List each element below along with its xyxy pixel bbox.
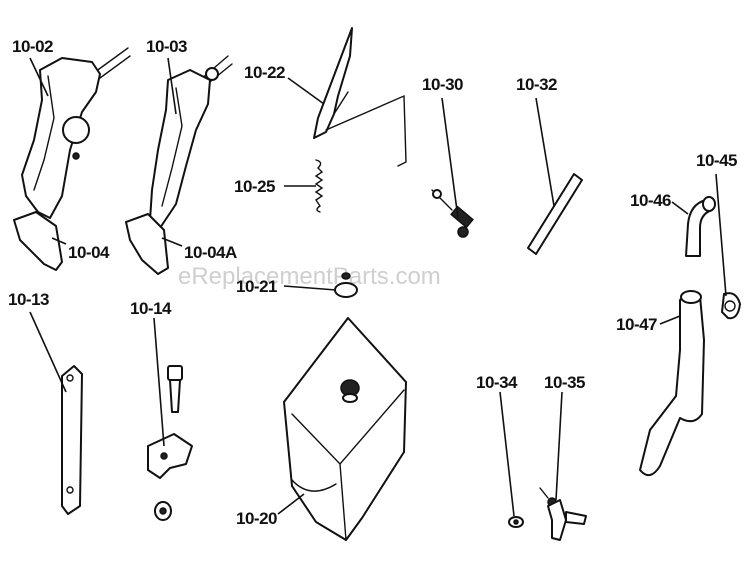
- label-10-21: 10-21: [236, 277, 277, 296]
- part-10-30-fitting: [431, 189, 474, 238]
- label-10-22: 10-22: [244, 63, 285, 82]
- part-10-20-tank: [283, 317, 407, 541]
- leader-10-34: [499, 391, 515, 517]
- label-10-04a: 10-04A: [184, 243, 237, 262]
- leader-10-35: [555, 391, 563, 501]
- label-10-20: 10-20: [236, 509, 277, 528]
- part-10-25-spring: [314, 159, 324, 213]
- leader-10-46: [671, 201, 689, 215]
- leader-10-20: [277, 493, 305, 515]
- leader-10-02: [29, 57, 49, 97]
- leader-10-03: [167, 57, 177, 115]
- part-10-45-clamp: [721, 292, 741, 320]
- part-labels: 10-02 10-03 10-04 10-04A 10-13 10-14 10-…: [8, 37, 738, 528]
- part-10-47-elbow-pipe: [639, 290, 705, 477]
- label-10-45: 10-45: [696, 151, 737, 170]
- part-10-35-valve: [539, 487, 587, 541]
- label-10-03: 10-03: [146, 37, 187, 56]
- label-10-47: 10-47: [616, 315, 657, 334]
- leader-10-22: [287, 77, 325, 105]
- label-10-35: 10-35: [544, 373, 585, 392]
- watermark: eReplacementParts.com: [178, 263, 441, 290]
- leader-10-21: [283, 285, 337, 291]
- leader-10-47: [659, 315, 681, 325]
- leader-10-14: [153, 317, 165, 447]
- label-10-30: 10-30: [422, 75, 463, 94]
- leader-10-13: [29, 311, 67, 393]
- part-10-21-cap: [334, 272, 358, 298]
- leader-10-45: [715, 173, 727, 297]
- part-10-03-pedal-assembly: [125, 55, 233, 275]
- leader-10-32: [535, 97, 555, 207]
- part-10-02-pedal-assembly: [13, 47, 131, 271]
- label-10-34: 10-34: [476, 373, 518, 392]
- leader-10-30: [441, 97, 459, 219]
- part-10-46-elbow: [685, 196, 716, 257]
- leader-10-04: [51, 237, 67, 245]
- label-10-46: 10-46: [630, 191, 671, 210]
- label-10-04: 10-04: [68, 243, 110, 262]
- label-10-14: 10-14: [130, 299, 172, 318]
- label-10-32: 10-32: [516, 75, 557, 94]
- label-10-25: 10-25: [234, 177, 275, 196]
- part-10-32-rod: [527, 173, 583, 255]
- part-10-14-bolt-bracket-nut: [147, 365, 193, 521]
- leader-10-04A: [161, 237, 183, 247]
- part-10-13-plate: [61, 365, 83, 515]
- label-10-13: 10-13: [8, 290, 49, 309]
- part-10-34-fitting: [508, 516, 524, 528]
- part-10-22-bracket: [313, 27, 407, 167]
- leader-lines: [29, 57, 727, 517]
- label-10-02: 10-02: [12, 37, 53, 56]
